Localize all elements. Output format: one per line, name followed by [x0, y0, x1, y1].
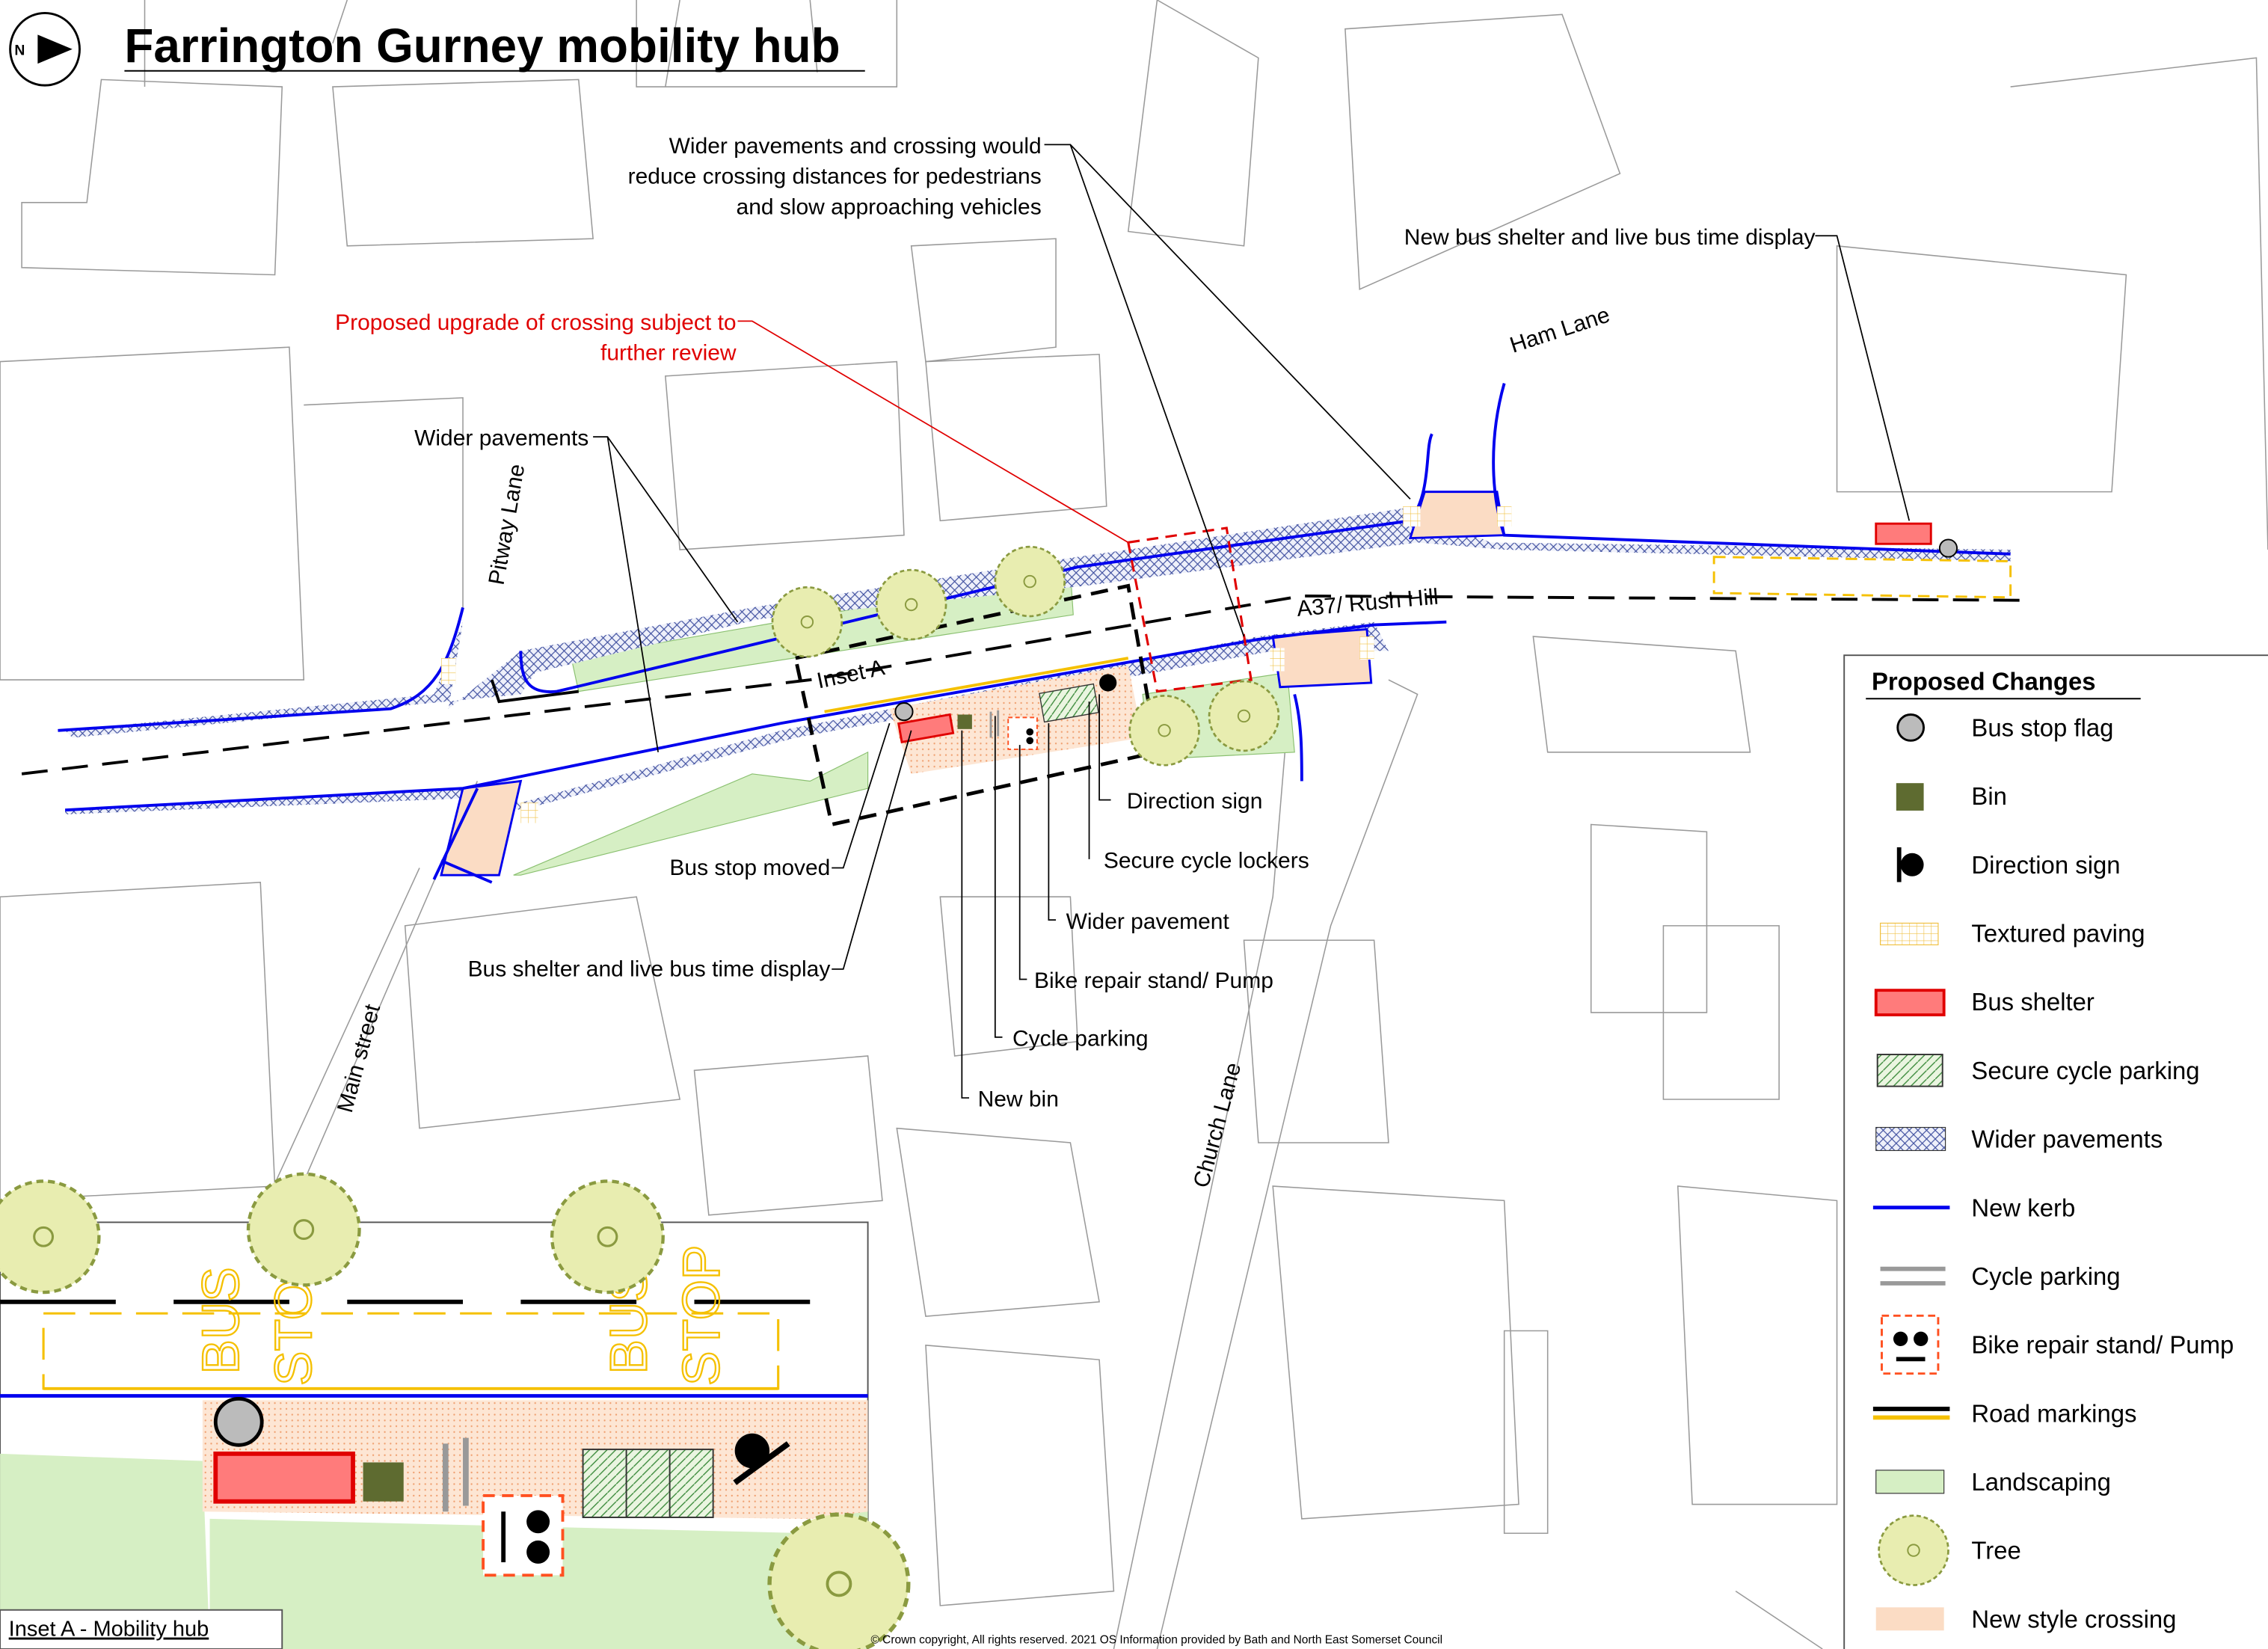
legend-label: Direction sign: [1971, 851, 2120, 879]
legend-label: Cycle parking: [1971, 1262, 2120, 1290]
note-new-bin: New bin: [978, 1087, 1059, 1112]
legend-item-bus-shelter: Bus shelter: [1874, 988, 2095, 1016]
bus-stop-flag-icon: [1896, 713, 1926, 742]
new-style-crossings: [440, 491, 1506, 876]
textured-paving-icon: [1879, 922, 1939, 946]
bus-stop-flag: [894, 702, 914, 722]
note-wider-crossing-3: and slow approaching vehicles: [737, 194, 1042, 219]
page-title: Farrington Gurney mobility hub: [124, 19, 840, 73]
legend-label: Secure cycle parking: [1971, 1057, 2199, 1084]
legend-title: Proposed Changes: [1872, 668, 2096, 695]
legend-item-tree: Tree: [1878, 1514, 2021, 1586]
note-bus-stop-moved: Bus stop moved: [669, 856, 830, 880]
legend-label: Landscaping: [1971, 1468, 2110, 1496]
legend-item-bike-repair-stand: Bike repair stand/ Pump: [1881, 1314, 2234, 1375]
road-label-main-street: Main street: [333, 1001, 385, 1115]
legend-item-landscaping: Landscaping: [1875, 1468, 2111, 1496]
note-secure-lockers: Secure cycle lockers: [1104, 849, 1309, 873]
note-new-shelter: New bus shelter and live bus time displa…: [1404, 225, 1816, 250]
legend-label: Textured paving: [1971, 920, 2145, 948]
road-markings-icon: [1872, 1407, 1950, 1420]
legend: Proposed Changes Bus stop flagBinDirecti…: [1843, 654, 2268, 1649]
bus-shelter: [897, 713, 955, 743]
wider-pavements-icon: [1875, 1126, 1946, 1152]
direction-sign-icon: [1896, 847, 1924, 882]
legend-item-new-kerb: New kerb: [1872, 1194, 2075, 1221]
landscaping-icon: [1875, 1470, 1945, 1494]
bin: [957, 714, 972, 729]
leader-lines: [593, 144, 1911, 1099]
bin-icon: [1896, 783, 1924, 811]
legend-item-direction-sign: Direction sign: [1896, 847, 2121, 882]
red-leader-line: [737, 320, 1129, 544]
bus-shelter-icon: [1874, 989, 1946, 1016]
legend-item-secure-cycle-parking: Secure cycle parking: [1876, 1054, 2200, 1087]
inset-a-label: Inset A: [814, 655, 887, 693]
legend-item-wider-pavements: Wider pavements: [1875, 1126, 2163, 1153]
legend-label: Road markings: [1971, 1399, 2136, 1427]
legend-label: Wider pavements: [1971, 1126, 2163, 1153]
legend-label: Bus stop flag: [1971, 714, 2113, 742]
road-label-church-lane: Church Lane: [1189, 1060, 1246, 1190]
proposed-upgrade-area: [1126, 526, 1253, 693]
note-shelter-display: Bus shelter and live bus time display: [468, 957, 831, 982]
note-wider-crossing-1: Wider pavements and crossing would: [669, 134, 1042, 159]
north-label: N: [14, 43, 25, 59]
wider-pavements: [65, 506, 2011, 814]
note-proposed-upgrade-2: further review: [600, 341, 737, 366]
note-bike-repair: Bike repair stand/ Pump: [1034, 968, 1273, 993]
tree-icon: [1878, 1514, 1949, 1586]
legend-label: Bus shelter: [1971, 988, 2095, 1016]
direction-sign: [1099, 674, 1117, 692]
bike-repair-stand-icon: [1881, 1314, 1940, 1375]
inset-a: BUS STOP BUS STOP Inset A - Mobility hub: [0, 1174, 909, 1649]
legend-label: Tree: [1971, 1537, 2020, 1564]
inset-caption: Inset A - Mobility hub: [9, 1618, 209, 1642]
new-style-crossing-icon: [1875, 1607, 1944, 1631]
legend-item-bin: Bin: [1896, 782, 2007, 811]
legend-item-cycle-parking: Cycle parking: [1880, 1262, 2121, 1290]
legend-item-bus-stop-flag: Bus stop flag: [1896, 713, 2113, 742]
note-cycle-parking: Cycle parking: [1012, 1026, 1149, 1051]
note-wider-crossing-2: reduce crossing distances for pedestrian…: [628, 165, 1042, 189]
note-proposed-upgrade-1: Proposed upgrade of crossing subject to: [335, 310, 736, 335]
secure-cycle-lockers: [1039, 683, 1099, 723]
legend-label: Bin: [1971, 782, 2007, 810]
inset-bus-label-1: BUS: [191, 1267, 250, 1374]
legend-item-textured-paving: Textured paving: [1879, 920, 2145, 948]
legend-label: New style crossing: [1971, 1605, 2176, 1633]
cycle-parking-icon: [1880, 1266, 1946, 1286]
road-label-ham-lane: Ham Lane: [1507, 302, 1613, 357]
road-label-a37: A37/ Rush Hill: [1296, 585, 1439, 621]
legend-item-new-style-crossing: New style crossing: [1875, 1605, 2176, 1633]
note-wider-pavement: Wider pavement: [1066, 909, 1230, 934]
legend-label: New kerb: [1971, 1194, 2075, 1221]
note-direction-sign: Direction sign: [1127, 789, 1263, 814]
road-markings: [21, 556, 2025, 776]
north-arrow: N: [9, 11, 81, 87]
note-wider-pavements: Wider pavements: [414, 426, 588, 451]
copyright: © Crown copyright, All rights reserved. …: [870, 1633, 1442, 1646]
inset-stop-label-2: STOP: [672, 1245, 730, 1386]
secure-cycle-parking-icon: [1876, 1054, 1943, 1087]
road-label-pitway-lane: Pitway Lane: [485, 462, 530, 587]
mobility-hub: [441, 506, 1958, 823]
legend-label: Bike repair stand/ Pump: [1971, 1331, 2234, 1359]
legend-item-road-markings: Road markings: [1872, 1399, 2137, 1427]
new-kerbs: [58, 383, 2011, 884]
